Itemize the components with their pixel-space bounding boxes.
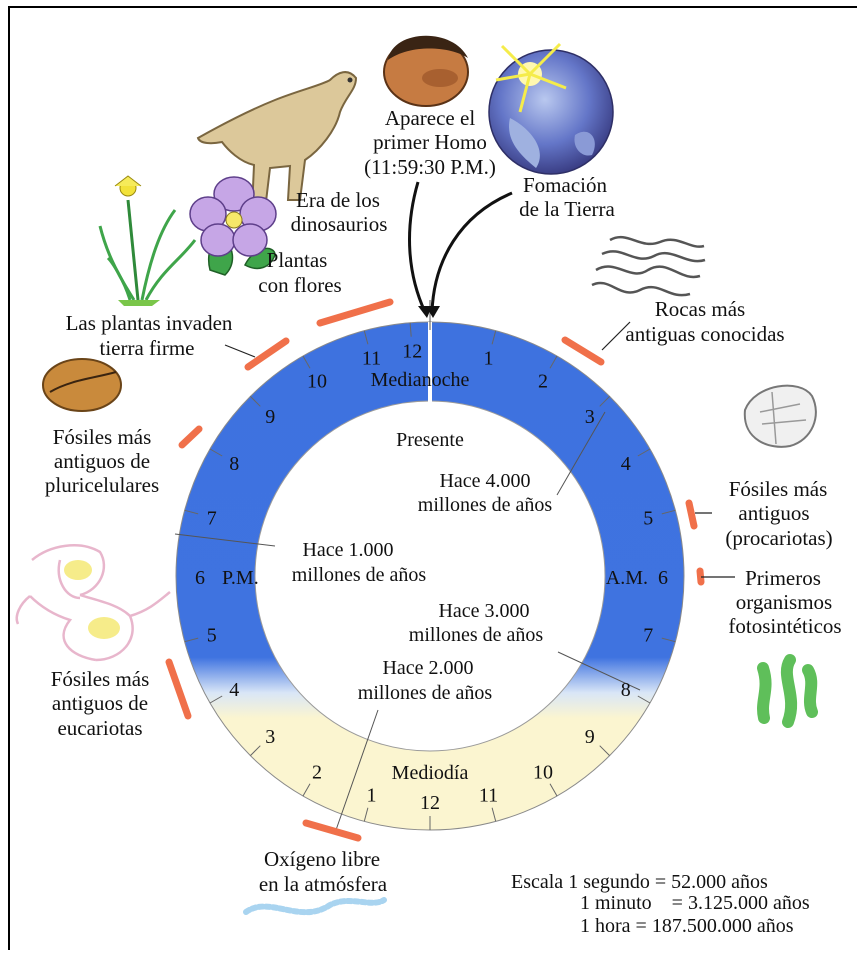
dinosaurs-line1: Era de los (296, 188, 380, 212)
marker-multicellular (182, 429, 199, 445)
earth-arrow (432, 193, 512, 312)
day-hour-10: 10 (533, 762, 553, 784)
marker-photosynthetic (700, 571, 701, 582)
day-hour-1: 1 (367, 784, 377, 806)
night-hour-10: 10 (307, 370, 327, 392)
night-hour-3: 3 (585, 406, 595, 428)
pm-label: P.M. (222, 567, 259, 589)
fossil-stone-icon (43, 359, 121, 411)
marker-oxygen (306, 823, 358, 838)
multicellular-line1: Fósiles más (53, 425, 152, 449)
eukaryotes-line1: Fósiles más (51, 667, 150, 691)
marker-prokaryotes (689, 503, 694, 526)
ago-4000-line1: Hace 4.000 (439, 470, 530, 492)
night-hour-7: 7 (207, 508, 217, 530)
homo-head-icon (384, 36, 468, 106)
ago-1000-line1: Hace 1.000 (302, 539, 393, 561)
prokaryotes-line3: (procariotas) (725, 526, 832, 550)
flowers-line1: Plantas (267, 248, 328, 272)
oxygen-wave-icon (246, 900, 384, 912)
midnight-label: Medianoche (371, 369, 470, 391)
night-hour-1: 1 (484, 348, 494, 370)
day-hour-8: 8 (621, 679, 631, 701)
land-plants-line2: tierra firme (99, 336, 194, 360)
ago-4000-line2: millones de años (418, 494, 553, 516)
ago-1000-line2: millones de años (292, 564, 427, 586)
night-hour-11: 11 (362, 348, 381, 370)
ago-3000-line1: Hace 3.000 (438, 600, 529, 622)
homo-arrow (410, 182, 425, 312)
homo-line3: (11:59:30 P.M.) (364, 155, 496, 179)
homo-line1: Aparece el (385, 106, 476, 130)
night-hour-12: 12 (402, 341, 422, 363)
multicellular-line3: pluricelulares (45, 473, 159, 497)
day-hour-12: 12 (420, 792, 440, 814)
scale-block: Escala 1 segundo = 52.000 años 1 minuto … (511, 871, 810, 937)
scale-line3: 1 hora = 187.500.000 años (580, 915, 794, 937)
day-hour-4: 4 (229, 679, 239, 701)
ago-2000-line2: millones de años (358, 682, 493, 704)
marker-oldest-rocks (565, 340, 601, 362)
night-hour-9: 9 (265, 406, 275, 428)
marker-dinosaurs (320, 302, 390, 323)
prokaryotes-line1: Fósiles más (729, 477, 828, 501)
oxygen-line1: Oxígeno libre (264, 847, 380, 871)
oxygen-line2: en la atmósfera (259, 872, 388, 896)
dinosaurs-line2: dinosaurios (291, 212, 388, 236)
day-hour-7: 7 (643, 625, 653, 647)
hour-6-am: 6 (658, 567, 668, 589)
eukaryotes-line2: antiguos de (52, 691, 148, 715)
scale-line2: 1 minuto = 3.125.000 años (580, 892, 810, 914)
earth-line2: de la Tierra (519, 197, 615, 221)
ago-3000-line2: millones de años (409, 624, 544, 646)
oldest-rocks-line2: antiguas conocidas (625, 322, 784, 346)
homo-line2: primer Homo (373, 130, 487, 154)
am-label: A.M. (606, 567, 648, 589)
noon-label: Mediodía (392, 762, 469, 784)
hour-6-pm: 6 (195, 567, 205, 589)
day-hour-3: 3 (265, 726, 275, 748)
oldest-rocks-line1: Rocas más (655, 297, 745, 321)
flowers-line2: con flores (258, 273, 341, 297)
algae-strand-icon (763, 660, 812, 722)
photosynthetic-line2: organismos (736, 590, 832, 614)
photosynthetic-line1: Primeros (745, 566, 821, 590)
prokaryote-fossil-icon (745, 386, 816, 447)
rock-layers-icon (592, 237, 705, 295)
marker-land-plants (248, 341, 286, 367)
marker-eukaryotes (169, 662, 188, 716)
daffodil-plant-icon (100, 176, 195, 306)
present-label: Presente (396, 429, 464, 451)
earth-line1: Fomación (523, 173, 607, 197)
land-plants-leader (225, 345, 255, 357)
ago-2000-line1: Hace 2.000 (382, 657, 473, 679)
land-plants-line1: Las plantas invaden (66, 311, 233, 335)
photosynthetic-line3: fotosintéticos (728, 614, 841, 638)
day-hour-9: 9 (585, 726, 595, 748)
day-hour-11: 11 (479, 784, 498, 806)
scale-line1: Escala 1 segundo = 52.000 años (511, 871, 768, 893)
eukaryote-cell-icon (17, 545, 170, 660)
eukaryotes-line3: eucariotas (57, 716, 142, 740)
day-hour-5: 5 (207, 625, 217, 647)
prokaryotes-line2: antiguos (738, 501, 809, 525)
earth-planet-icon (489, 44, 613, 174)
multicellular-line2: antiguos de (54, 449, 150, 473)
night-hour-8: 8 (229, 453, 239, 475)
night-hour-2: 2 (538, 370, 548, 392)
day-hour-2: 2 (312, 762, 322, 784)
night-hour-5: 5 (643, 508, 653, 530)
night-hour-4: 4 (621, 453, 631, 475)
